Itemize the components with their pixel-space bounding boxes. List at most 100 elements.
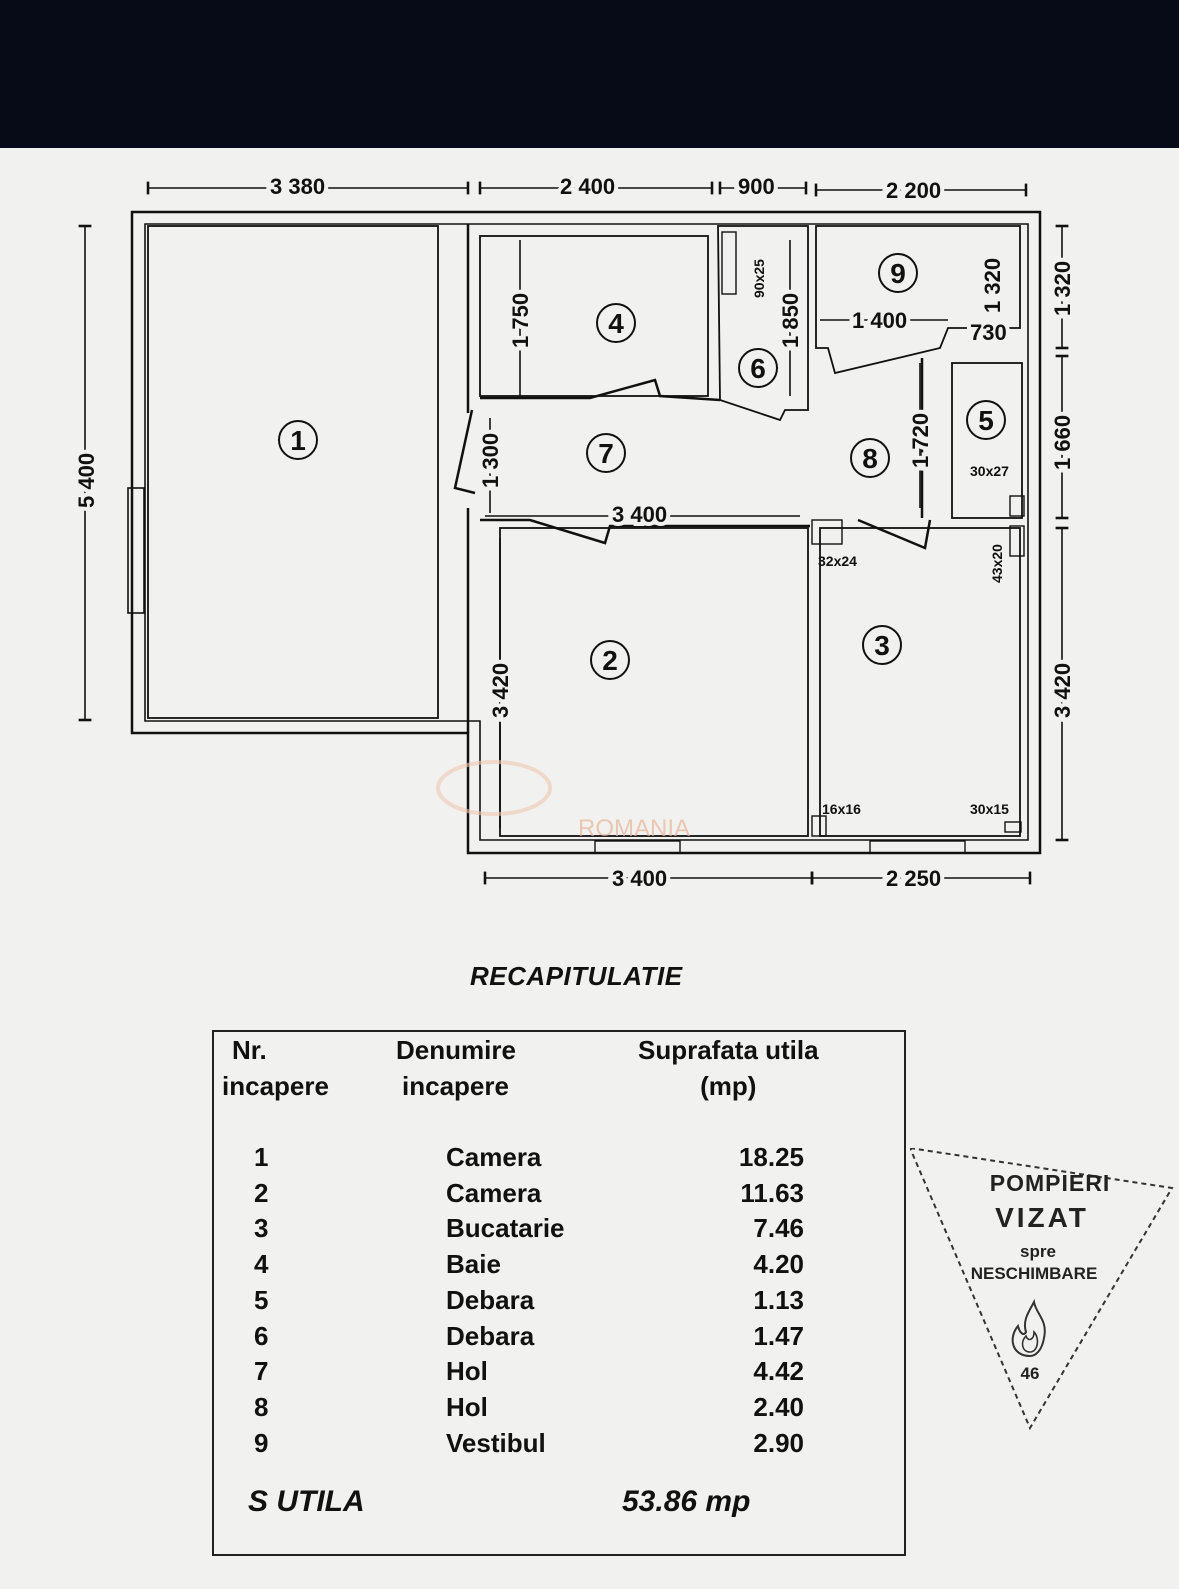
- table-row: 8 Hol 2.40: [214, 1392, 904, 1428]
- header-name: Denumire incapere: [396, 1035, 516, 1101]
- room-name: Baie: [446, 1249, 501, 1280]
- dim-top-1: 3 380: [270, 174, 325, 199]
- table-row: 5 Debara 1.13: [214, 1285, 904, 1321]
- dim-top-3: 900: [738, 174, 775, 199]
- header-nr: Nr. incapere: [222, 1035, 329, 1101]
- dim-top-2: 2 400: [560, 174, 615, 199]
- recap-table: Nr. incapere Denumire incapere Suprafata…: [212, 1030, 906, 1556]
- room-area: 7.46: [753, 1213, 804, 1244]
- room-marker-9: 9: [878, 253, 918, 293]
- dim-1850: 1 850: [778, 293, 803, 348]
- room-area: 1.47: [753, 1320, 804, 1351]
- room-marker-5: 5: [966, 400, 1006, 440]
- room-marker-8: 8: [850, 438, 890, 478]
- stamp-line-3: spre: [1020, 1242, 1056, 1261]
- dim-1320-room9: 1 320: [980, 258, 1005, 313]
- room-area: 18.25: [738, 1142, 804, 1172]
- svg-text:1: 1: [290, 425, 306, 456]
- dim-1400: 1 400: [852, 308, 907, 333]
- total-value: 53.86 mp: [622, 1485, 751, 1518]
- floor-plan: 3 380 2 400 900 2 200 3 400 2 250 5 400 …: [70, 170, 1079, 895]
- room-name: Camera: [446, 1142, 542, 1172]
- stamp-triangle: [910, 1148, 1174, 1431]
- total-label: S UTILA: [248, 1485, 365, 1518]
- room-name: Vestibul: [446, 1427, 546, 1458]
- dim-bottom-1: 3 400: [612, 866, 667, 891]
- table-row: 1 Camera 18.25: [214, 1142, 904, 1178]
- room-markers: 1 2 3 4 5 6 7 8 9: [278, 253, 1006, 680]
- room-number: 1: [254, 1142, 269, 1172]
- flame-icon: [1011, 1298, 1046, 1358]
- dim-right-1: 1 320: [1050, 261, 1075, 316]
- room-marker-3: 3: [862, 625, 902, 665]
- room-name: Bucatarie: [446, 1213, 565, 1244]
- table-row: 6 Debara 1.47: [214, 1321, 904, 1357]
- dim-730: 730: [970, 320, 1007, 345]
- table-row: 4 Baie 4.20: [214, 1249, 904, 1285]
- table-row: 3 Bucatarie 7.46: [214, 1213, 904, 1249]
- room-area: 4.42: [753, 1356, 804, 1387]
- dimension-labels: 3 380 2 400 900 2 200 3 400 2 250 5 400 …: [70, 170, 1079, 895]
- svg-text:9: 9: [890, 258, 906, 289]
- svg-text:4: 4: [608, 308, 624, 339]
- room-number: 9: [254, 1427, 269, 1458]
- room-area: 2.40: [753, 1391, 804, 1422]
- fire-department-stamp: POMPIERI VIZAT spre NESCHIMBARE 46: [910, 1148, 1178, 1448]
- duct-label: 16x16: [822, 801, 861, 817]
- room-marker-4: 4: [596, 303, 636, 343]
- svg-text:3: 3: [874, 630, 890, 661]
- walls: [127, 210, 1042, 855]
- room-name: Debara: [446, 1284, 535, 1315]
- room-number: 5: [254, 1284, 269, 1315]
- dim-1750: 1 750: [508, 293, 533, 348]
- svg-text:8: 8: [862, 443, 878, 474]
- table-row: 2 Camera 11.63: [214, 1178, 904, 1214]
- duct-labels: 90x25 30x27 32x24 43x20 16x16 30x15: [751, 259, 1009, 817]
- room-name: Hol: [446, 1391, 488, 1422]
- watermark-logo: [436, 760, 552, 816]
- dim-bottom-2: 2 250: [886, 866, 941, 891]
- dimension-lines: [78, 181, 1069, 885]
- table-row: 9 Vestibul 2.90: [214, 1428, 904, 1464]
- room-area: 2.90: [753, 1427, 804, 1458]
- dim-1300: 1 300: [478, 433, 503, 488]
- room-number: 3: [254, 1213, 269, 1244]
- room-marker-2: 2: [590, 640, 630, 680]
- dim-left: 5 400: [74, 453, 99, 508]
- dim-1720: 1 720: [908, 413, 933, 468]
- dim-right-3: 3 420: [1050, 663, 1075, 718]
- room-number: 6: [254, 1320, 269, 1351]
- room-area: 4.20: [753, 1249, 804, 1280]
- room-marker-1: 1: [278, 420, 318, 460]
- room-name: Debara: [446, 1320, 535, 1351]
- svg-text:6: 6: [750, 353, 766, 384]
- room-number: 4: [254, 1249, 269, 1280]
- top-dark-bar: [0, 0, 1179, 148]
- svg-text:5: 5: [978, 405, 994, 436]
- duct-label: 43x20: [989, 544, 1005, 583]
- duct-label: 30x15: [970, 801, 1009, 817]
- recap-title: RECAPITULATIE: [470, 961, 683, 991]
- room-number: 7: [254, 1356, 269, 1387]
- stamp-number: 46: [1020, 1364, 1040, 1383]
- room-area: 11.63: [740, 1177, 804, 1208]
- room-area: 1.13: [753, 1284, 804, 1315]
- stamp-line-4: NESCHIMBARE: [970, 1264, 1098, 1283]
- duct-label: 30x27: [970, 463, 1009, 479]
- room-name: Hol: [446, 1356, 488, 1387]
- room-name: Camera: [446, 1177, 542, 1208]
- table-row: 7 Hol 4.42: [214, 1356, 904, 1392]
- header-area: Suprafata utila (mp): [638, 1035, 819, 1101]
- duct-label: 32x24: [818, 553, 857, 569]
- stamp-line-1: POMPIERI: [989, 1170, 1111, 1196]
- room-number: 8: [254, 1391, 269, 1422]
- svg-text:7: 7: [598, 438, 614, 469]
- stamp-line-2: VIZAT: [995, 1202, 1089, 1233]
- dim-right-2: 1 660: [1050, 415, 1075, 470]
- dim-3400-hall: 3 400: [612, 502, 667, 527]
- room-marker-6: 6: [738, 348, 778, 388]
- room-number: 2: [254, 1177, 269, 1208]
- room-marker-7: 7: [586, 433, 626, 473]
- dim-top-4: 2 200: [886, 178, 941, 203]
- watermark: ROMANIA: [578, 815, 690, 842]
